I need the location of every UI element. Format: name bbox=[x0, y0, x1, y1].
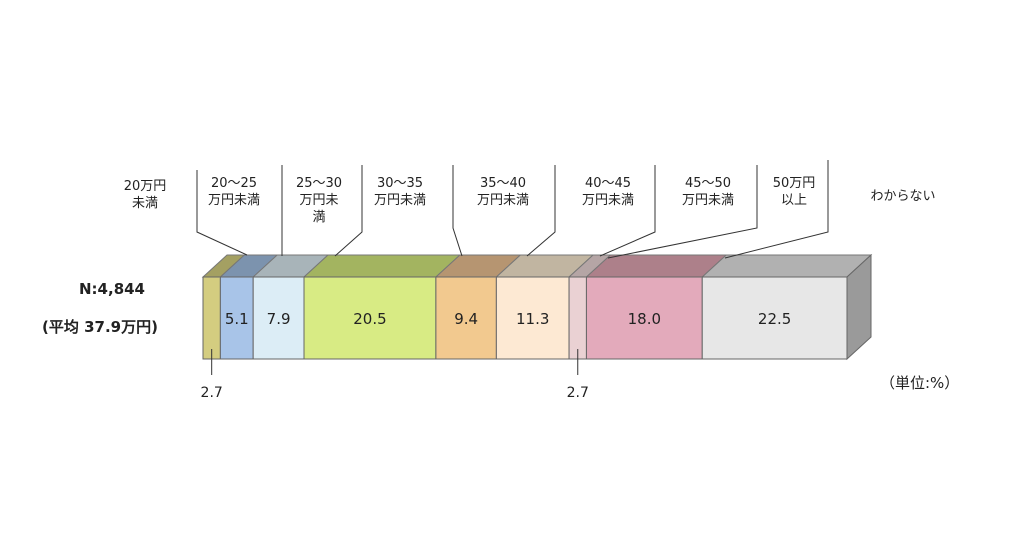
value-label-6: 2.7 bbox=[567, 385, 589, 401]
value-label-2: 7.9 bbox=[267, 310, 291, 328]
category-label-8: わからない bbox=[870, 189, 936, 204]
bar-side-face bbox=[846, 253, 872, 361]
category-leader-line-8 bbox=[724, 160, 829, 259]
category-label-0: 20万円 未満 bbox=[123, 179, 167, 211]
category-label-3: 30～35 万円未満 bbox=[373, 176, 426, 208]
category-label-6: 45～50 万円未満 bbox=[681, 176, 734, 208]
average-label: (平均 37.9万円) bbox=[42, 318, 158, 336]
category-leader-line-1 bbox=[196, 170, 248, 256]
bar-segment-0 bbox=[202, 276, 221, 360]
bar-segment-2 bbox=[252, 276, 305, 360]
category-label-1: 20～25 万円未満 bbox=[207, 176, 260, 208]
bar-segment-5 bbox=[495, 276, 570, 360]
category-label-4: 35～40 万円未満 bbox=[476, 176, 529, 208]
category-label-2: 25～30 万円未 満 bbox=[295, 176, 343, 225]
category-leader-line-3 bbox=[334, 165, 363, 257]
bar-segment-3 bbox=[303, 276, 437, 360]
bar-segment-7 bbox=[585, 276, 703, 360]
value-label-8: 22.5 bbox=[758, 310, 791, 328]
bar-segment-6 bbox=[568, 276, 587, 360]
value-label-4: 9.4 bbox=[454, 310, 478, 328]
sample-size-label: N:4,844 bbox=[79, 280, 145, 298]
value-label-7: 18.0 bbox=[628, 310, 661, 328]
value-label-0: 2.7 bbox=[201, 385, 223, 401]
unit-label: （単位:%） bbox=[880, 374, 960, 392]
category-label-5: 40～45 万円未満 bbox=[581, 176, 634, 208]
value-label-1: 5.1 bbox=[225, 310, 249, 328]
category-leader-line-5 bbox=[526, 165, 556, 257]
bar-segment-1 bbox=[219, 276, 254, 360]
category-leader-line-6 bbox=[599, 165, 656, 257]
bar-segment-top-3 bbox=[302, 254, 462, 278]
category-label-7: 50万円 以上 bbox=[772, 176, 816, 208]
bar-segment-top-8 bbox=[700, 254, 873, 278]
category-leader-line-7 bbox=[607, 165, 758, 259]
category-leader-line-4 bbox=[452, 165, 463, 257]
bar-segment-8 bbox=[701, 276, 848, 360]
value-label-5: 11.3 bbox=[516, 310, 549, 328]
value-label-3: 20.5 bbox=[353, 310, 386, 328]
bar-segment-4 bbox=[435, 276, 497, 360]
